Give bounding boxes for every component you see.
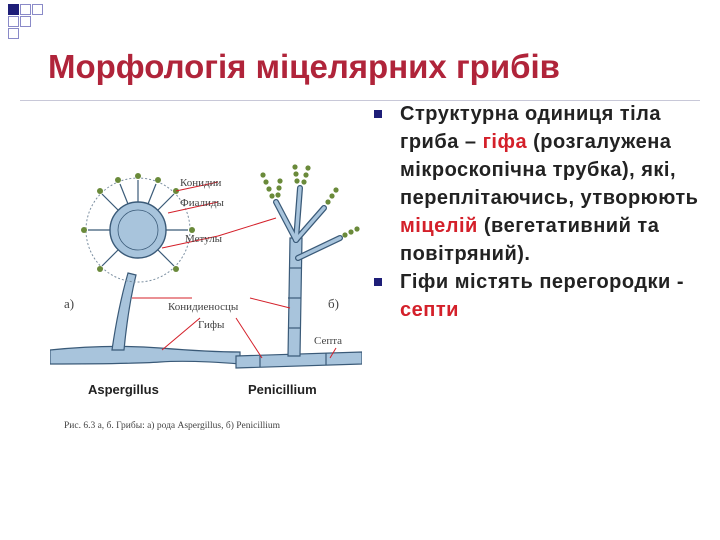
- fungi-morphology-figure: Конидии Фиалиды Метулы а) б) Конидиеносц…: [50, 164, 362, 431]
- bullet-marker: [374, 278, 382, 286]
- aspergillus-head: [81, 173, 195, 283]
- label-konidii: Конидии: [180, 177, 222, 189]
- bullet-text: Структурна одиниця тіла гриба – гіфа (ро…: [400, 103, 699, 265]
- label-aspergillus: Aspergillus: [88, 382, 159, 397]
- label-konidienoscy: Конидиеносцы: [168, 301, 239, 313]
- bullet-text: Гіфи містять перегородки - септи: [400, 271, 685, 321]
- bullet-item-structure: Структурна одиниця тіла гриба – гіфа (ро…: [372, 100, 712, 268]
- label-penicillium: Penicillium: [248, 382, 317, 397]
- title-divider: [20, 100, 700, 101]
- label-septa: Септа: [314, 335, 342, 347]
- corner-decoration: [0, 0, 60, 40]
- term-gifa: гіфа: [482, 131, 528, 153]
- bullet-marker: [374, 110, 382, 118]
- bullet-item-septa: Гіфи містять перегородки - септи: [372, 268, 712, 324]
- label-a: а): [64, 296, 74, 311]
- label-gify: Гифы: [198, 319, 225, 331]
- term-septy: септи: [400, 299, 459, 321]
- figure-caption: Рис. 6.3 а, б. Грибы: а) рода Aspergillu…: [64, 420, 281, 431]
- slide-title: Морфологія міцелярних грибів: [48, 48, 560, 85]
- bullet-list: Структурна одиниця тіла гриба – гіфа (ро…: [372, 100, 712, 324]
- term-micelii: міцелій: [400, 215, 478, 237]
- label-metuly: Метулы: [185, 233, 223, 245]
- label-b: б): [328, 296, 339, 311]
- label-fialidy: Фиалиды: [180, 197, 225, 209]
